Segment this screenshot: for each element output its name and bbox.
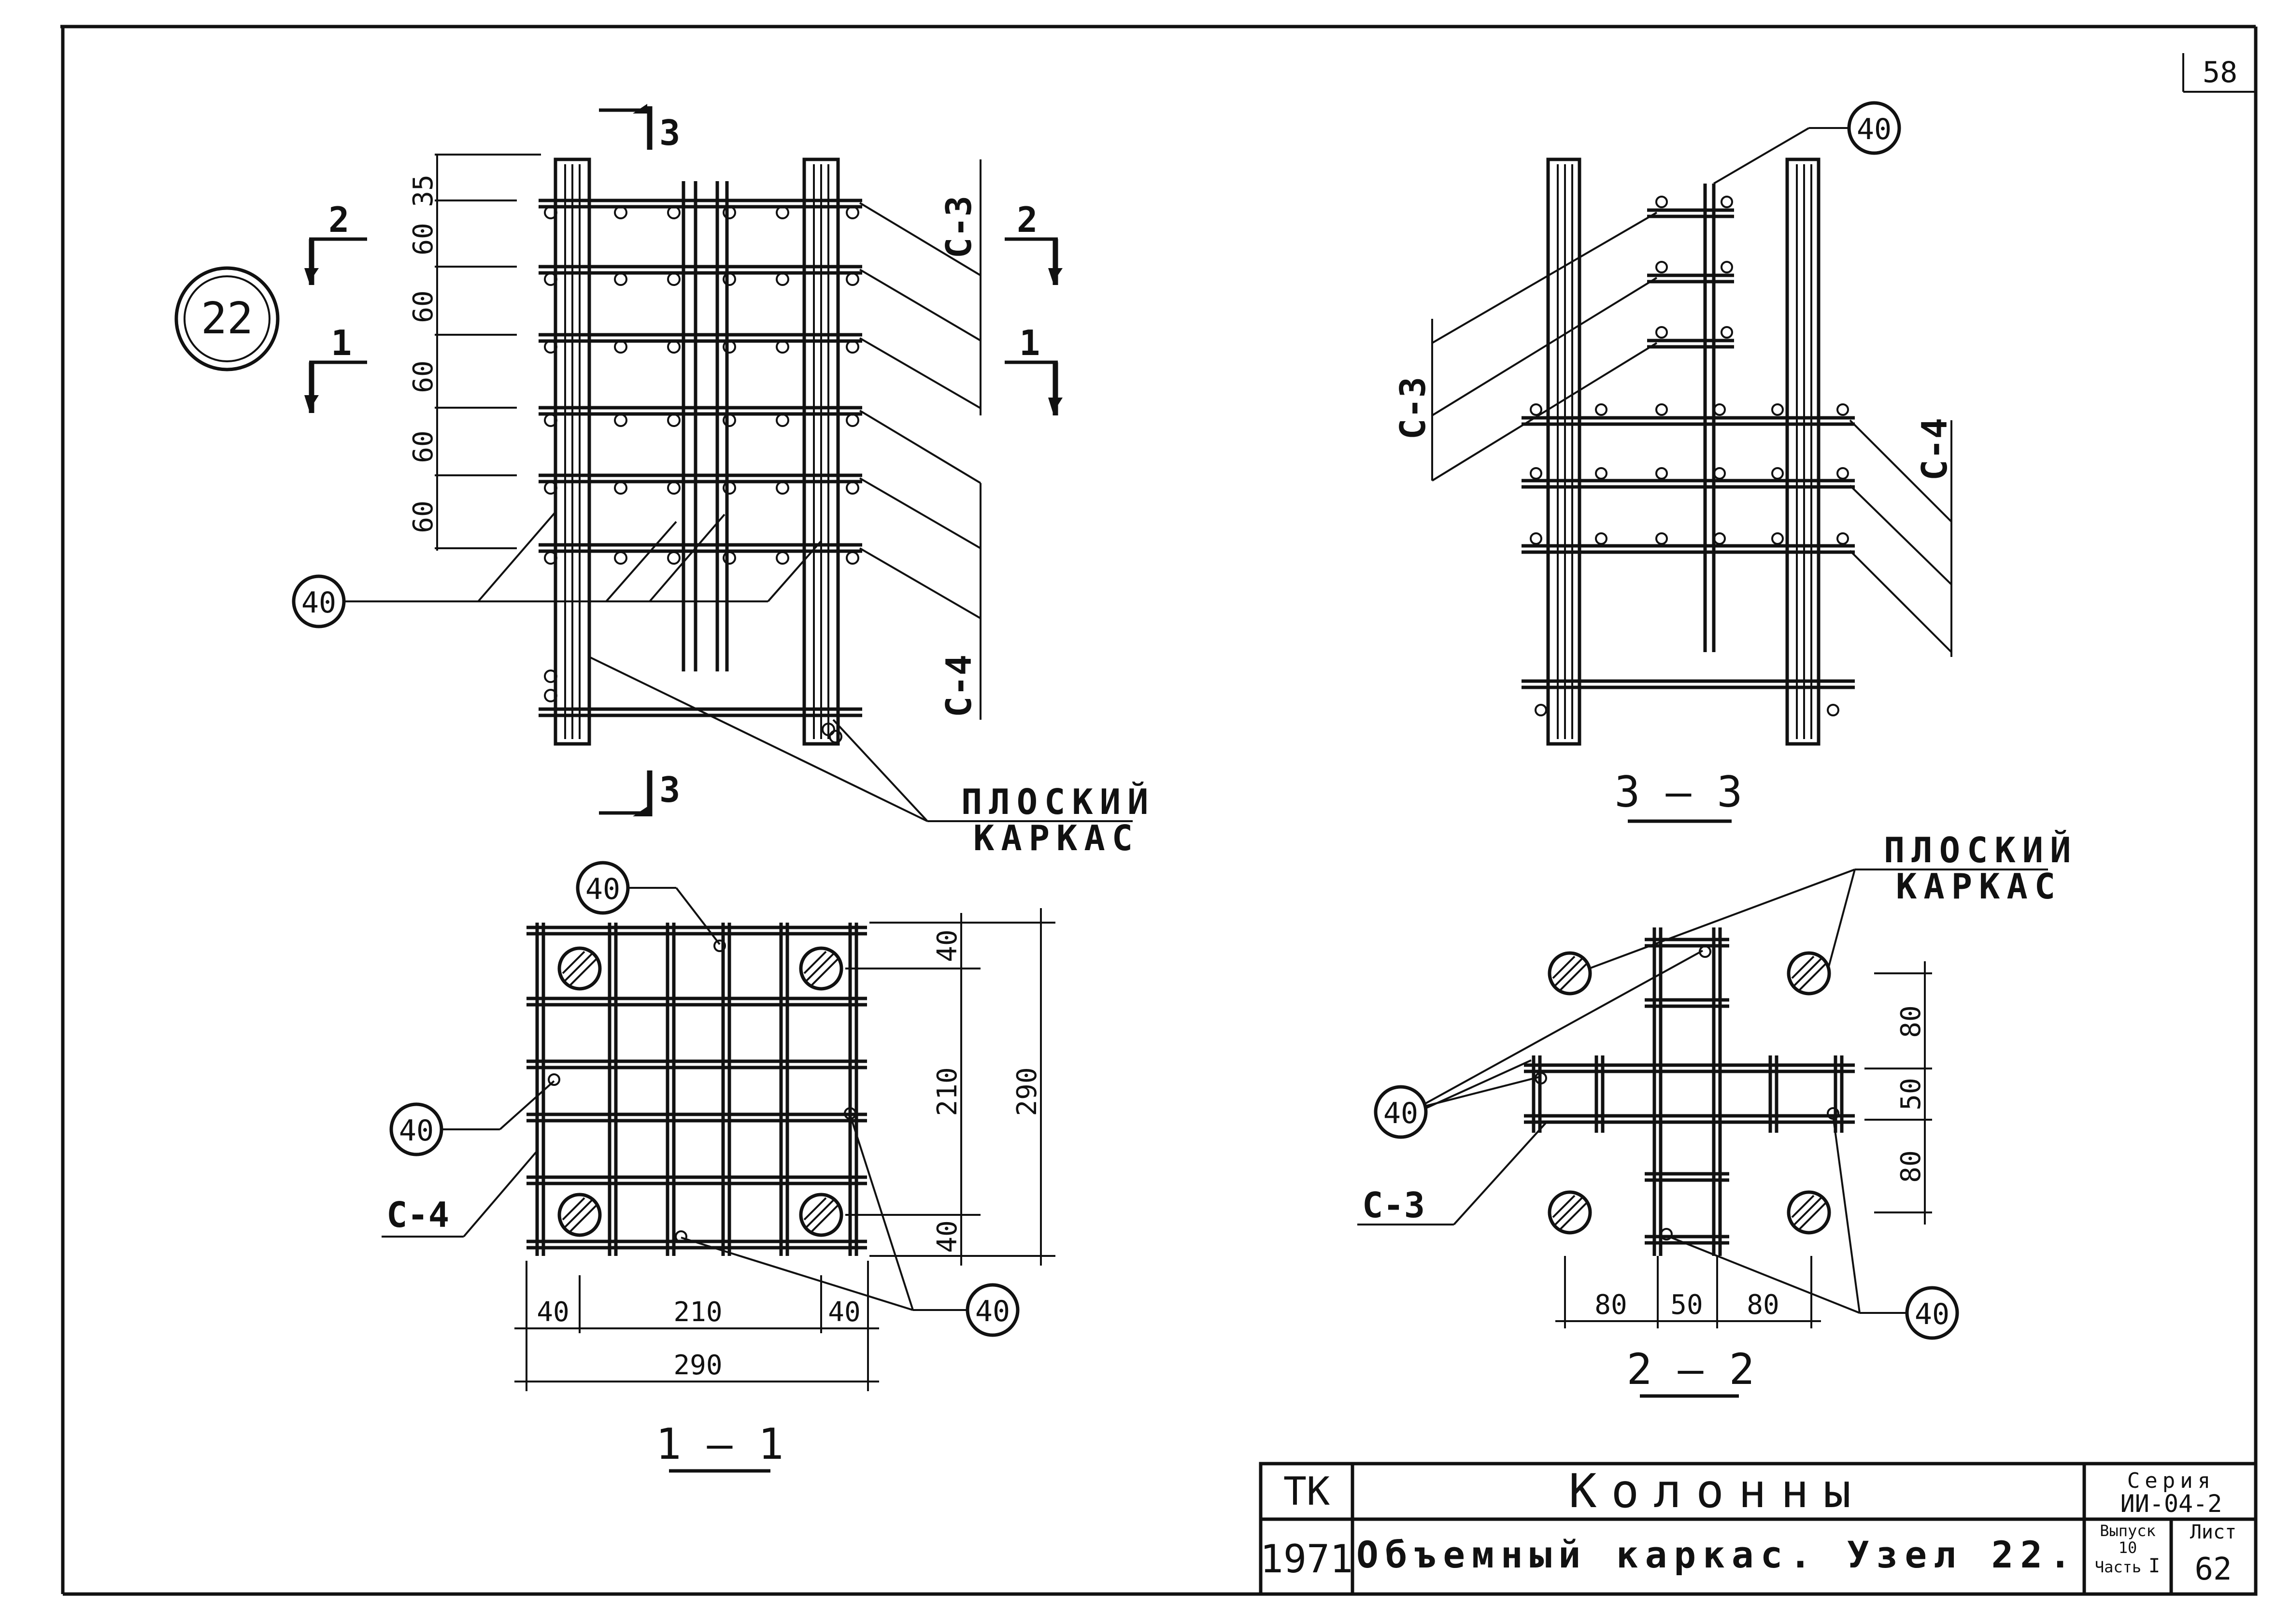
svg-text:1: 1: [331, 323, 352, 363]
elev-dim-5: 60: [408, 430, 439, 463]
svg-text:2: 2: [1017, 199, 1038, 240]
s11-dim-r3: 40: [932, 1220, 963, 1253]
section-title-3-3: 3 – 3: [1615, 767, 1743, 817]
s11-c4-label: С-4: [386, 1195, 449, 1235]
svg-text:2: 2: [328, 199, 349, 240]
section-mark-2-right: 2: [1005, 199, 1063, 285]
s22-dim-r3: 80: [1895, 1150, 1927, 1182]
elev-callout-40: 40: [292, 511, 822, 628]
s11-dim-overall-r: 290: [1011, 1067, 1043, 1116]
elevation-dots: [544, 206, 859, 743]
svg-text:3: 3: [659, 113, 680, 153]
s11-dim-b3: 40: [828, 1296, 860, 1328]
s22-main-bars: [1548, 951, 1831, 1235]
series-value: ИИ-04-2: [2120, 1490, 2222, 1518]
elev-c4-leaders: С-4: [859, 410, 982, 720]
series-label: Серия: [2127, 1468, 2215, 1493]
section-mark-1-right: 1: [1005, 323, 1063, 415]
section-mark-3-top: 3: [599, 104, 680, 153]
part-value: I: [2148, 1555, 2160, 1577]
s11-main-bars: [557, 946, 843, 1237]
title-block: ТК 1971 Колонны Объемный каркас. Узел 22…: [1259, 1462, 2258, 1596]
s22-callout-40-left: 40: [1383, 1097, 1418, 1130]
issue-value: 10: [2119, 1539, 2137, 1557]
svg-text:40: 40: [301, 586, 336, 620]
s22-flat-frame-2: КАРКАС: [1896, 866, 2062, 907]
s22-flat-frame-1: ПЛОСКИЙ: [1884, 830, 2077, 870]
s22-dim-b2: 50: [1670, 1289, 1703, 1321]
section-mark-1-left: 1: [304, 323, 367, 413]
svg-text:3: 3: [659, 769, 680, 810]
elev-flat-frame-1: ПЛОСКИЙ: [961, 782, 1155, 822]
s11-callout-40-right: 40: [975, 1295, 1010, 1328]
s22-callout-40-right: 40: [1915, 1297, 1949, 1331]
elev-c4-label: С-4: [939, 655, 979, 717]
title-main: Колонны: [1569, 1464, 1866, 1518]
section-mark-2-left: 2: [304, 199, 367, 285]
s11-dim-b1: 40: [537, 1296, 569, 1328]
elevation-view: 35 60 60 60 60 60 3 3 2: [292, 104, 1155, 858]
elev-dim-1: 35: [408, 174, 439, 207]
section-2-2: ПЛОСКИЙ КАРКАС 40 40 С-3 80 50 80 80 50: [1357, 830, 2077, 1398]
elev-dim-2: 60: [408, 223, 439, 255]
s22-dim-r1: 80: [1895, 1005, 1927, 1038]
section-1-1: 40 40 40 С-4 40 210 40 290 40 210 40: [382, 861, 1055, 1473]
s11-callout-40-top: 40: [585, 872, 620, 906]
s11-dim-r2: 210: [932, 1067, 963, 1116]
elev-c3-leaders: С-3: [859, 159, 982, 415]
sheet-label: Лист: [2190, 1521, 2236, 1543]
sheet-value: 62: [2194, 1552, 2232, 1587]
title-subtitle: Объемный каркас. Узел 22.: [1356, 1533, 2078, 1576]
s33-callout-40: 40: [1857, 113, 1892, 146]
part-label: Часть: [2095, 1558, 2141, 1576]
elev-c3-label: С-3: [939, 196, 979, 258]
s11-dim-overall-b: 290: [673, 1350, 722, 1381]
node-number: 22: [201, 293, 253, 344]
section-3-3: 40 С-3 С-4 3 – 3: [1393, 101, 1955, 823]
svg-text:1: 1: [1019, 323, 1040, 363]
s22-dim-b3: 80: [1747, 1289, 1779, 1321]
corner-number: 58: [2203, 56, 2237, 89]
s22-c3-label: С-3: [1362, 1185, 1425, 1225]
title-year: 1971: [1260, 1537, 1353, 1581]
issue-label: Выпуск: [2100, 1522, 2156, 1540]
elevation-dimensions: 35 60 60 60 60 60: [408, 154, 541, 551]
elev-flat-frame-2: КАРКАС: [973, 818, 1139, 858]
title-org: ТК: [1283, 1469, 1330, 1514]
elevation-stirrups: [539, 199, 862, 717]
s11-dim-b2: 210: [673, 1296, 722, 1328]
section-title-2-2: 2 – 2: [1627, 1344, 1755, 1394]
section-title-1-1: 1 – 1: [656, 1419, 784, 1469]
elev-dim-3: 60: [408, 290, 439, 323]
elev-dim-4: 60: [408, 360, 439, 393]
s22-dim-r2: 50: [1895, 1078, 1927, 1110]
elev-dim-6: 60: [408, 500, 439, 533]
s33-c3-label: С-3: [1393, 377, 1433, 440]
s11-dim-r1: 40: [932, 929, 963, 962]
s33-c4-label: С-4: [1914, 418, 1955, 481]
node-marker: 22: [174, 266, 280, 371]
s22-dim-b1: 80: [1594, 1289, 1627, 1321]
s11-callout-40-left: 40: [399, 1114, 434, 1148]
elev-flat-frame: ПЛОСКИЙ КАРКАС: [589, 656, 1155, 858]
sheet-frame: 58: [60, 25, 2258, 1596]
section-mark-3-bottom: 3: [599, 769, 680, 816]
